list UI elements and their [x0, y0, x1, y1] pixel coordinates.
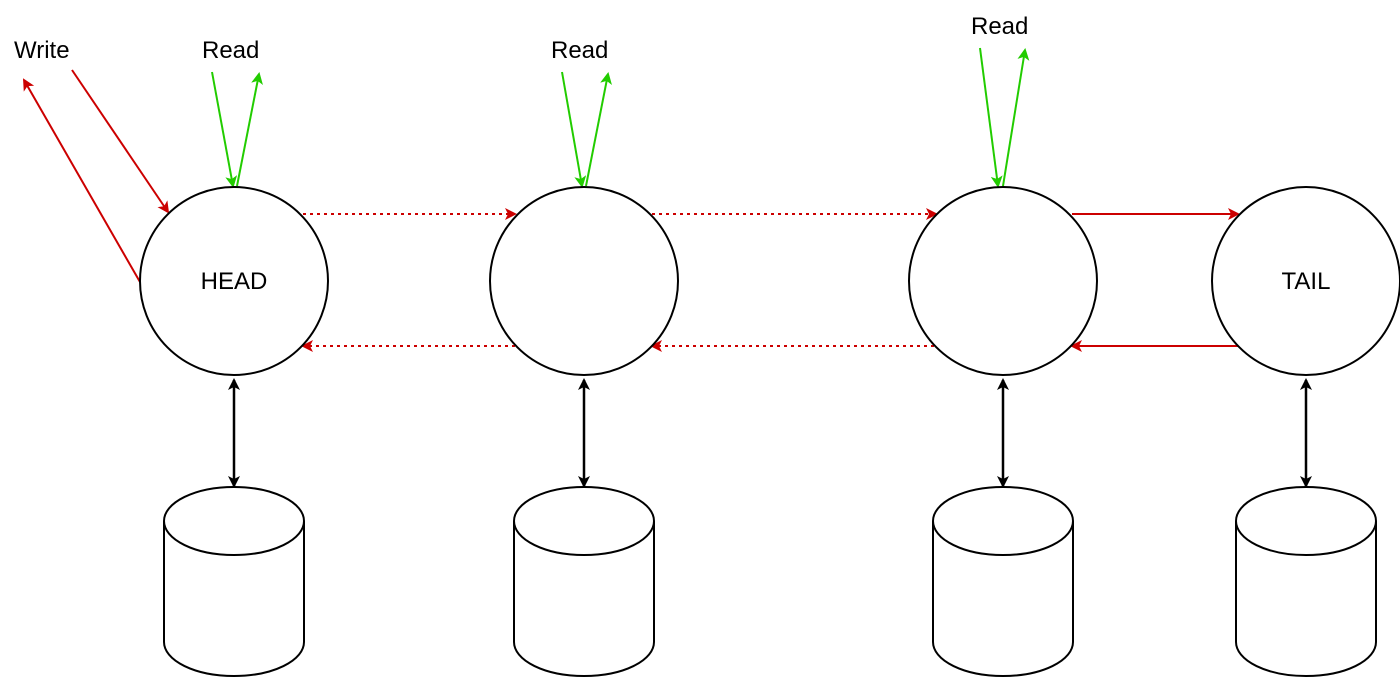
- node-head: HEAD: [139, 186, 329, 376]
- node-2: [489, 186, 679, 376]
- node-3: [908, 186, 1098, 376]
- database-node-2: [513, 486, 655, 677]
- read-response-arrow-node-3: [1002, 48, 1030, 187]
- database-head: [163, 486, 305, 677]
- read-response-arrow-node-2: [585, 72, 612, 187]
- read-response-arrow-head: [236, 72, 263, 187]
- write-request-arrow: [71, 69, 170, 214]
- read-request-arrow-head: [211, 71, 238, 188]
- write-label: Write: [14, 37, 70, 64]
- node-head-label: HEAD: [201, 268, 268, 295]
- read-label-head: Read: [202, 37, 259, 64]
- read-request-arrow-node-3: [979, 47, 1003, 188]
- database-node-3: [932, 486, 1074, 677]
- write-ack-arrow: [23, 78, 141, 283]
- read-label-node-3: Read: [971, 13, 1028, 40]
- node-tail: TAIL: [1211, 186, 1400, 376]
- node-tail-label: TAIL: [1282, 268, 1331, 295]
- database-tail: [1235, 486, 1377, 677]
- read-label-node-2: Read: [551, 37, 608, 64]
- read-request-arrow-node-2: [561, 71, 587, 188]
